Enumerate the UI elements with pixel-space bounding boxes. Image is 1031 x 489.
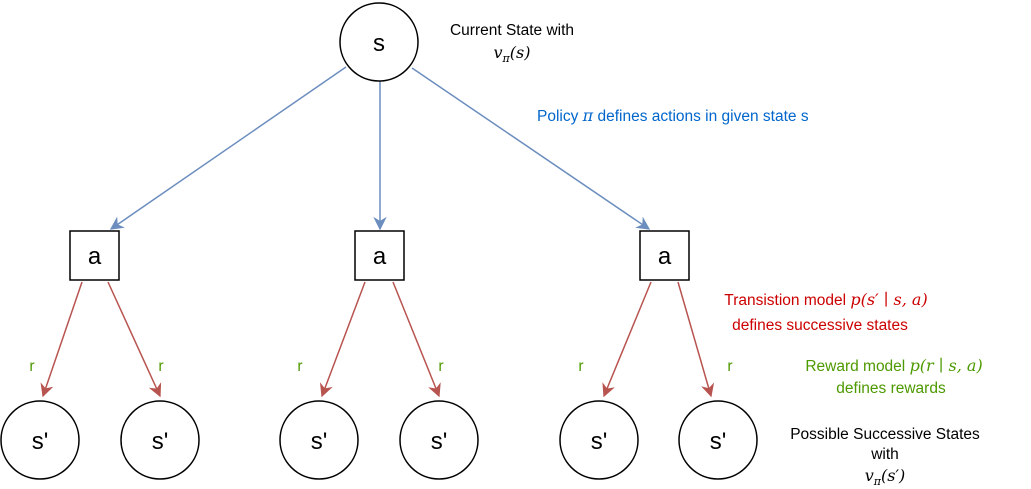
- root-caption: Current State with vπ(s): [450, 22, 574, 65]
- successor-caption-line2: with: [870, 446, 899, 463]
- transition-caption-prefix: Transistion model: [724, 292, 850, 309]
- transition-edge-3: [319, 281, 366, 398]
- transition-caption-line1: Transistion model p(s′ ∣ s, a): [724, 290, 927, 309]
- policy-edge-left: [109, 66, 347, 230]
- transition-edge-2: [107, 281, 162, 398]
- reward-caption-prefix: Reward model: [805, 358, 909, 375]
- reward-label-5: r: [578, 358, 583, 375]
- reward-caption-line2: defines rewards: [836, 380, 946, 397]
- successor-caption-arg: (s′): [881, 466, 905, 485]
- successor-caption-pi: π: [873, 475, 882, 488]
- policy-edge-right: [411, 67, 651, 230]
- transition-edge-1: [40, 281, 83, 398]
- reward-caption-line1: Reward model p(r ∣ s, a): [805, 356, 982, 375]
- action-label-middle: a: [373, 243, 387, 270]
- successor-state-6: s': [678, 400, 758, 480]
- transition-edge-5: [602, 281, 652, 398]
- policy-caption: Policy π defines actions in given state …: [537, 106, 809, 125]
- successor-state-2: s': [120, 400, 200, 480]
- successor-state-label-3: s': [311, 428, 328, 455]
- transition-caption-line2: defines successive states: [732, 317, 908, 334]
- root-state-node: s: [339, 2, 419, 82]
- transition-edge-6: [677, 281, 715, 398]
- successor-state-label-2: s': [152, 428, 169, 455]
- successor-state-label-1: s': [32, 428, 49, 455]
- transition-caption: Transistion model p(s′ ∣ s, a) defines s…: [724, 290, 927, 334]
- reward-label-3: r: [297, 358, 302, 375]
- action-node-left: a: [69, 230, 120, 281]
- reward-label-6: r: [727, 358, 732, 375]
- action-node-right: a: [639, 230, 690, 281]
- successor-state-label-6: s': [710, 428, 727, 455]
- successor-state-5: s': [559, 400, 639, 480]
- successor-state-1: s': [0, 400, 80, 480]
- transition-edge-4: [392, 281, 441, 398]
- action-node-middle: a: [354, 230, 405, 281]
- root-caption-line1: Current State with: [450, 22, 574, 39]
- action-label-left: a: [88, 243, 102, 270]
- reward-caption-formula: p(r ∣ s, a): [910, 356, 983, 375]
- successor-caption-v: v: [865, 466, 874, 485]
- root-caption-pi: π: [502, 52, 511, 65]
- policy-caption-suffix: defines actions in given state s: [593, 108, 809, 125]
- transition-edges: [40, 281, 715, 398]
- successor-state-4: s': [399, 400, 479, 480]
- root-caption-v: v: [494, 43, 503, 62]
- successor-state-label-4: s': [431, 428, 448, 455]
- successor-state-label-5: s': [591, 428, 608, 455]
- policy-caption-prefix: Policy: [537, 108, 583, 125]
- root-state-label: s: [373, 30, 385, 57]
- successor-caption-formula: vπ(s′): [865, 466, 906, 488]
- transition-caption-formula: p(s′ ∣ s, a): [850, 290, 927, 309]
- successor-caption-line1: Possible Successive States: [790, 426, 980, 443]
- reward-labels: r r r r r r: [29, 358, 732, 375]
- root-caption-arg: (s): [510, 43, 531, 62]
- successor-states: s' s' s' s' s' s': [0, 400, 758, 480]
- action-label-right: a: [658, 243, 672, 270]
- reward-caption: Reward model p(r ∣ s, a) defines rewards: [805, 356, 982, 397]
- policy-caption-pi: π: [582, 106, 594, 125]
- reward-label-4: r: [438, 358, 443, 375]
- successor-caption: Possible Successive States with vπ(s′): [790, 426, 980, 488]
- root-caption-formula: vπ(s): [494, 43, 531, 65]
- successor-state-3: s': [279, 400, 359, 480]
- reward-label-1: r: [29, 358, 34, 375]
- reward-label-2: r: [158, 358, 163, 375]
- policy-edges: [109, 66, 651, 231]
